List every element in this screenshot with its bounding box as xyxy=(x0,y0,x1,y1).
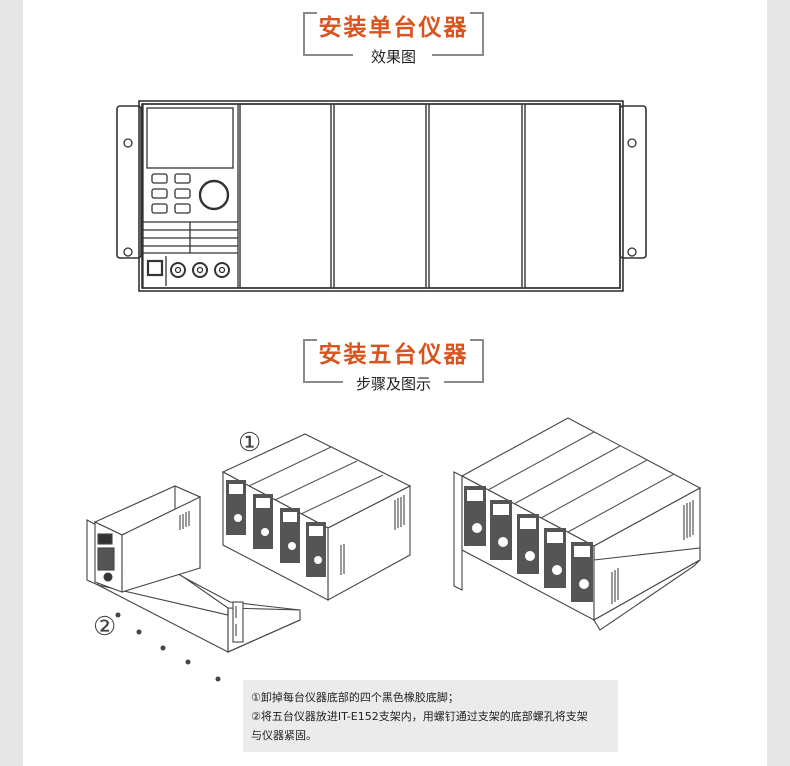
section2-title: 安装五台仪器 xyxy=(318,342,469,368)
installed-assembly xyxy=(453,417,702,631)
single-instrument-unit xyxy=(93,485,202,593)
section2-subtitle: 步骤及图示 xyxy=(355,375,431,393)
screws xyxy=(115,612,221,682)
title-underline-right xyxy=(432,54,484,56)
instructions-note: ①卸掉每台仪器底部的四个黑色橡胶底脚； ②将五台仪器放进IT-E152支架内，用… xyxy=(243,680,618,752)
section1-title: 安装单台仪器 xyxy=(318,15,469,41)
five-instruments-group xyxy=(221,433,412,601)
title2-underline-right xyxy=(444,381,484,383)
title2-bracket-left xyxy=(303,339,317,381)
note-line-3: 与仪器紧固。 xyxy=(251,729,317,742)
title-bracket-right xyxy=(470,12,484,54)
title2-underline-left xyxy=(303,381,343,383)
section1-subtitle: 效果图 xyxy=(370,48,416,66)
section2-heading: 安装五台仪器 步骤及图示 xyxy=(303,340,484,394)
title-underline-left xyxy=(303,54,353,56)
section1-heading: 安装单台仪器 效果图 xyxy=(303,13,484,67)
title2-bracket-right xyxy=(470,339,484,381)
blank-panels xyxy=(239,103,621,289)
step2-marker: ② xyxy=(93,612,117,642)
instrument-module xyxy=(142,103,239,289)
note-line-1: ①卸掉每台仪器底部的四个黑色橡胶底脚； xyxy=(251,691,459,704)
title-bracket-left xyxy=(303,12,317,54)
step1-marker: ① xyxy=(238,428,262,458)
note-line-2: ②将五台仪器放进IT-E152支架内，用螺钉通过支架的底部螺孔将支架 xyxy=(251,710,588,723)
